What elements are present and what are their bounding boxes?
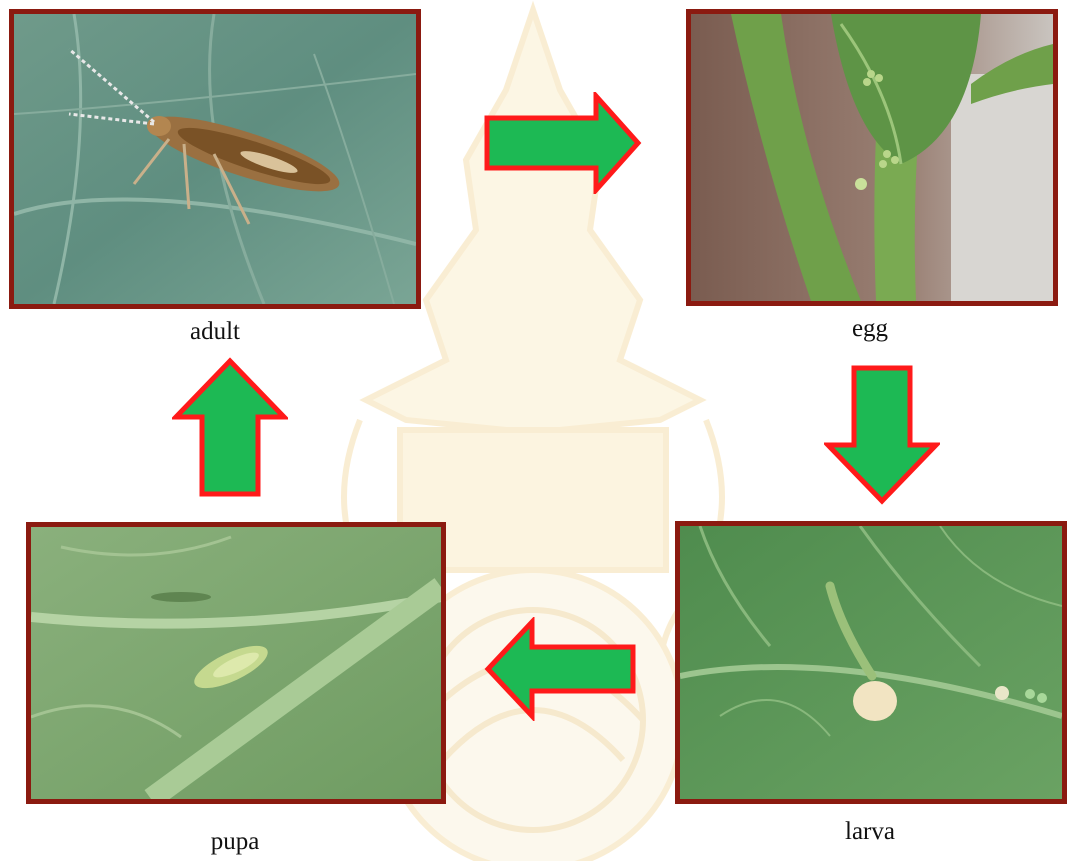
pupa-leaf-image [31,527,441,799]
egg-caption: egg [820,315,920,343]
egg-stem-image [691,14,1053,301]
arrow-up-icon [172,357,288,497]
larva-caption: larva [820,818,920,846]
arrow-down-icon [824,365,940,505]
adult-caption: adult [165,318,265,346]
arrow-right-icon [484,92,642,194]
adult-moth-image [14,14,416,304]
larva-leaf-image [680,526,1062,799]
adult-photo [9,9,421,309]
egg-photo [686,9,1058,306]
pupa-photo [26,522,446,804]
pupa-caption: pupa [185,828,285,856]
larva-photo [675,521,1067,804]
arrow-left-icon [484,617,636,721]
